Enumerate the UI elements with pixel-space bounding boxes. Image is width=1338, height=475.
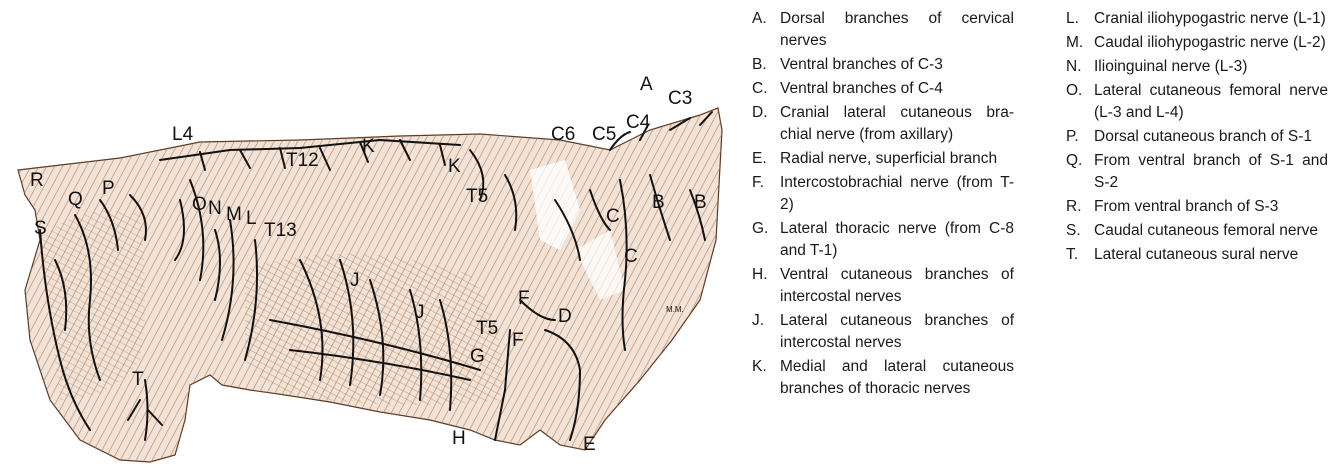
label-B-2: B (694, 192, 707, 213)
label-P: P (102, 178, 115, 199)
label-N: N (208, 198, 222, 219)
body-silhouette (18, 108, 722, 462)
label-C5: C5 (592, 124, 616, 145)
legend-item: Q.From ventral branch of S-1 and S-2 (1066, 150, 1328, 194)
label-J-2: J (415, 302, 425, 323)
label-K: K (362, 136, 375, 157)
label-T12: T12 (286, 150, 319, 171)
legend-right-column: L.Cranial iliohypogastric nerve (L-1) M.… (1066, 8, 1328, 268)
label-A: A (640, 74, 653, 95)
label-J: J (350, 270, 360, 291)
label-T5: T5 (466, 186, 488, 207)
legend-item: R.From ventral branch of S-3 (1066, 196, 1328, 218)
legend-item: T.Lateral cutaneous sural nerve (1066, 244, 1328, 266)
legend-item: J.Lateral cutaneous branches of intercos… (752, 310, 1014, 354)
label-T: T (132, 369, 144, 390)
legend-item: B.Ventral branches of C-3 (752, 54, 1014, 76)
legend-item: H.Ventral cutaneous branches of intercos… (752, 264, 1014, 308)
label-C-2: C (624, 246, 638, 267)
label-G: G (470, 346, 485, 367)
legend-left-column: A.Dorsal branches of cervical nerves B.V… (752, 8, 1014, 402)
label-E: E (583, 434, 596, 455)
label-C6: C6 (551, 124, 575, 145)
label-O: O (192, 194, 207, 215)
label-S: S (34, 218, 47, 239)
label-H: H (452, 428, 466, 449)
label-C3: C3 (668, 88, 692, 109)
label-T13: T13 (264, 220, 297, 241)
label-L: L (246, 208, 257, 229)
legend-item: G.Lateral thoracic nerve (from C-8 and T… (752, 218, 1014, 262)
artist-signature: M.M. (666, 305, 684, 314)
label-L4: L4 (172, 124, 194, 145)
label-R: R (30, 170, 44, 191)
label-D: D (558, 306, 572, 327)
legend-item: A.Dorsal branches of cervical nerves (752, 8, 1014, 52)
legend-item: N.Ilioinguinal nerve (L-3) (1066, 56, 1328, 78)
legend-item: L.Cranial iliohypogastric nerve (L-1) (1066, 8, 1328, 30)
legend-item: C.Ventral branches of C-4 (752, 78, 1014, 100)
label-K-2: K (448, 156, 461, 177)
legend-item: S.Caudal cutaneous femoral nerve (1066, 220, 1328, 242)
label-Q: Q (68, 189, 83, 210)
legend-item: F.Intercostobrachial nerve (from T-2) (752, 172, 1014, 216)
label-F-2: F (512, 330, 524, 351)
legend-item: D.Cranial lateral cutaneous bra-chial ne… (752, 102, 1014, 146)
anatomical-illustration: A B B C C D E F F G H J J K K L M N O P … (0, 0, 735, 475)
label-B: B (652, 192, 665, 213)
legend-item: K.Medial and lateral cutaneous branches … (752, 356, 1014, 400)
label-T5-2: T5 (476, 318, 498, 339)
legend-item: P.Dorsal cutaneous branch of S-1 (1066, 126, 1328, 148)
label-M: M (226, 204, 242, 225)
legend-item: E.Radial nerve, superficial branch (752, 148, 1014, 170)
legend-item: M.Caudal iliohypogastric nerve (L-2) (1066, 32, 1328, 54)
legend-item: O.Lateral cutaneous femoral nerve (L-3 a… (1066, 80, 1328, 124)
label-C: C (606, 206, 620, 227)
label-C4: C4 (626, 112, 651, 133)
label-F: F (518, 288, 530, 309)
